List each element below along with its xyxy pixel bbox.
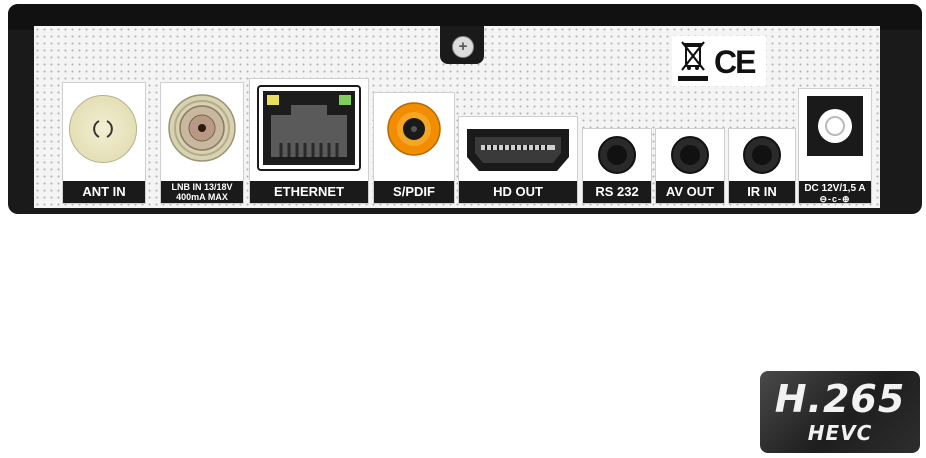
dc-barrel-jack-icon — [807, 96, 863, 156]
port-lnb-in: LNB IN 13/18V 400mA MAX — [160, 82, 244, 204]
port-rs232: RS 232 — [582, 128, 652, 204]
ethernet-jack-icon — [257, 85, 361, 171]
screw-icon: + — [452, 36, 474, 58]
port-spdif: S/PDIF — [373, 92, 455, 204]
hdmi-port-icon — [467, 129, 569, 171]
port-ant-in: ANT IN — [62, 82, 146, 204]
ethernet-label: ETHERNET — [250, 181, 368, 203]
badge-sub-text: HEVC — [807, 421, 873, 445]
device-top-edge — [8, 4, 922, 30]
ir-in-label: IR IN — [729, 181, 795, 203]
dc-in-label-text: DC 12V/1,5 A — [804, 183, 866, 194]
port-av-out: AV OUT — [655, 128, 725, 204]
port-ethernet: ETHERNET — [249, 78, 369, 204]
ir-in-jack-icon — [743, 136, 781, 174]
lnb-f-connector-icon — [168, 94, 236, 162]
spdif-rca-jack-icon — [387, 102, 441, 156]
av-out-jack-icon — [671, 136, 709, 174]
lnb-in-label: LNB IN 13/18V 400mA MAX — [161, 181, 243, 203]
hd-out-label: HD OUT — [459, 181, 577, 203]
port-ir-in: IR IN — [728, 128, 796, 204]
crossed-out-bin-icon — [681, 41, 705, 71]
dc-polarity-symbol: ⊖-c-⊕ — [819, 194, 851, 204]
lnb-in-label-line2: 400mA MAX — [176, 192, 228, 202]
badge-main-text: H.265 — [774, 377, 906, 421]
dc-in-label: DC 12V/1,5 A ⊖-c-⊕ — [799, 181, 871, 203]
ant-in-socket-icon — [93, 120, 113, 138]
ce-mark: CE — [714, 44, 756, 80]
port-hd-out: HD OUT — [458, 116, 578, 204]
weee-bar — [678, 76, 708, 81]
spdif-label: S/PDIF — [374, 181, 454, 203]
av-out-label: AV OUT — [656, 181, 724, 203]
certification-marks: CE — [672, 36, 766, 86]
ant-in-label: ANT IN — [63, 181, 145, 203]
h265-badge: H.265 HEVC — [760, 371, 920, 453]
port-dc-in: DC 12V/1,5 A ⊖-c-⊕ — [798, 88, 872, 204]
rs232-label: RS 232 — [583, 181, 651, 203]
lnb-in-label-line1: LNB IN 13/18V — [171, 182, 233, 192]
ant-in-connector — [69, 95, 137, 163]
rs232-jack-icon — [598, 136, 636, 174]
